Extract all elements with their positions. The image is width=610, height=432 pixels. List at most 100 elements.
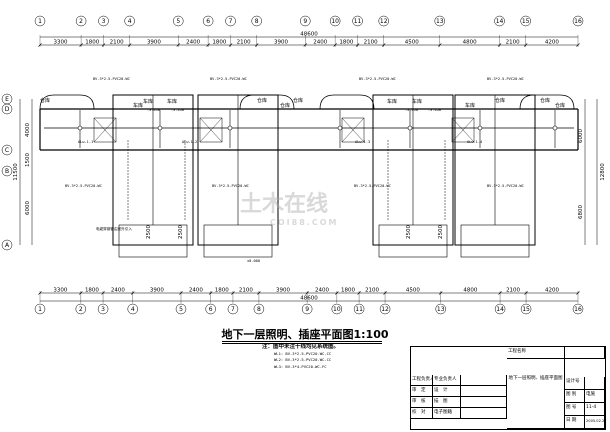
axis-bubble [251, 15, 262, 27]
axis-bubble [494, 15, 505, 27]
left-axis-label: D [5, 106, 10, 113]
elevation-mark: -3.450 [147, 108, 160, 112]
bottom-dimension-value: 1800 [85, 288, 99, 294]
axis-bubble [34, 15, 46, 27]
left-dimension-value: 4000 [25, 123, 31, 137]
circuit-tag: BV-3*2.5-PVC20-WC [65, 184, 102, 188]
panel-tag: ALw-1-2 [182, 140, 197, 144]
top-dimension-value: 1800 [85, 40, 99, 46]
notes-block: 注：图中未注干线均见系统图。 WL1: BV-3*2.5-PVC20-WC-CC… [262, 344, 339, 370]
right-dimension-value: 6000 [578, 129, 584, 143]
light-fixture [157, 125, 163, 131]
room-label: 仓库 [555, 102, 565, 109]
tb-cell [461, 386, 507, 397]
top-dimension-value: 2100 [506, 40, 520, 46]
axis-bubble-label: 7 [229, 18, 233, 25]
room-label: 仓库 [540, 97, 550, 104]
circuit-tag: BV-3*2.5-PVC20-WC [354, 184, 391, 188]
axis-bubble [75, 303, 87, 315]
bottom-dimension-value: 2100 [239, 288, 253, 294]
note-line: WL3: BV-3*4-PVC20-WC-FC [274, 363, 327, 369]
panel-hatch [341, 117, 365, 143]
elevation-mark: -3.450 [428, 108, 441, 112]
light-fixture [552, 125, 558, 131]
axis-bubble [378, 15, 389, 27]
axis-bubble [301, 303, 313, 315]
elevation-mark: -3.450 [171, 108, 184, 112]
axis-bubble-label: 3 [101, 306, 105, 313]
top-dimension-value: 4200 [545, 40, 559, 46]
axis-bubble [520, 303, 532, 315]
light-fixture [337, 125, 343, 131]
note-line: WL2: BV-3*2.5-PVC20-WC-CC [274, 357, 332, 362]
axis-bubble [227, 303, 239, 315]
axis-bubble-label: 2 [79, 306, 83, 313]
distribution-panel-area [341, 117, 365, 143]
tb-cell: 设 计 [433, 386, 461, 397]
axis-bubble-label: 14 [496, 306, 504, 313]
ramp-outline [203, 224, 273, 258]
room-label: 车库 [412, 98, 422, 105]
axis-bubble-label: 9 [305, 306, 309, 313]
room-label: 仓库 [40, 97, 50, 104]
top-dimension-value: 4800 [463, 40, 477, 46]
axis-bubble-label: 11 [354, 18, 362, 25]
building-walls [39, 94, 579, 258]
bottom-dimension-value: 3900 [150, 288, 164, 294]
panel-hatch [451, 117, 475, 143]
bottom-dimension-value: 1800 [341, 288, 355, 294]
distribution-panel-area [199, 117, 223, 143]
light-fixture [77, 125, 83, 131]
top-dimension-value: 3900 [274, 40, 288, 46]
title-underline [222, 341, 382, 342]
axis-bubble [353, 303, 365, 315]
bottom-dimension-value: 3300 [53, 288, 67, 294]
zero-level-mark: ±0.000 [247, 259, 260, 263]
tb-cell [461, 375, 507, 386]
title-block: 工程名称 工程负责人 专业负责人 审 定 设 计 审 核 描 图 校 对 电子图… [410, 346, 606, 430]
left-axis-label: E [5, 96, 9, 103]
top-dimension-value: 3900 [147, 40, 161, 46]
panel-hatch [93, 117, 117, 143]
watermark-logo: 土木在线 COI88.COM [240, 186, 338, 227]
room-label: 车库 [465, 102, 475, 109]
axis-bubble-label: 12 [381, 306, 389, 313]
room-label: 仓库 [280, 102, 290, 109]
circuit-tag: BV-3*2.5-PVC20-WC [210, 77, 247, 81]
axis-bubble-label: 1 [38, 306, 42, 313]
axis-bubble [331, 303, 343, 315]
left-axis-bubble [1, 144, 13, 156]
tb-drawing-name: 地下一层照明、插座平面图 [507, 359, 565, 429]
tb-cell [585, 377, 605, 390]
axis-bubble-label: 14 [496, 18, 504, 25]
axis-bubble-label: 10 [333, 306, 341, 313]
circuit-tag: BV-3*2.5-PVC20-WC [212, 184, 249, 188]
axis-bubble [175, 303, 187, 315]
axis-bubble [435, 303, 446, 315]
tb-cell: 2005.02.25 [585, 416, 605, 429]
room-label: 仓库 [495, 97, 505, 104]
top-dimension-value: 1800 [212, 40, 226, 46]
tb-cell [461, 408, 507, 419]
tb-cell: 电施 [585, 390, 605, 403]
ramp-dimension: 2500 [146, 225, 152, 239]
tb-cell: 描 图 [433, 397, 461, 408]
axis-bubble [172, 15, 184, 27]
top-dimension-value: 2100 [237, 40, 251, 46]
axis-bubble-label: 8 [255, 18, 259, 25]
circuit-tag: BV-3*2.5-PVC20-WC [487, 184, 524, 188]
tb-cell: 11-4 [585, 403, 605, 416]
axis-bubble [329, 15, 341, 27]
tb-project-label: 工程名称 [507, 347, 565, 359]
ramp-dimension: 2500 [406, 225, 412, 239]
notes-label: 注：图中未注干线均见系统图。 [262, 344, 340, 350]
axis-bubble [225, 15, 236, 27]
circuit-tag: BV-3*2.5-PVC20-WC [487, 77, 524, 81]
axis-bubble-label: 3 [102, 18, 106, 25]
ramp-dimension: 2500 [178, 225, 184, 239]
axis-bubble-label: 15 [522, 306, 530, 313]
left-axis-label: A [5, 242, 10, 249]
top-dimension-value: 2400 [186, 40, 200, 46]
